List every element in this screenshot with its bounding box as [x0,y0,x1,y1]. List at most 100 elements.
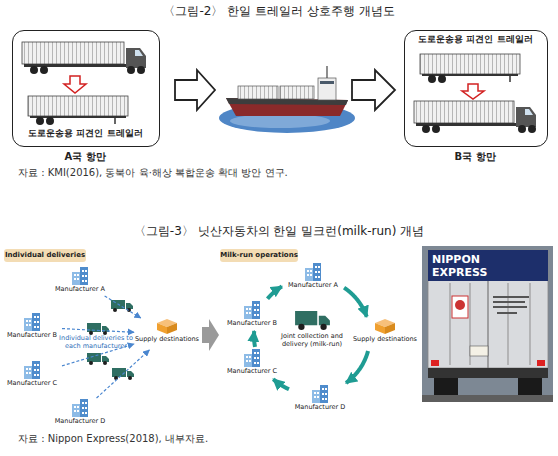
container [414,101,514,123]
door-bar [507,283,508,365]
wheel [36,117,44,125]
deck-trailer [280,86,314,99]
manufacturer-label: Manufacturer D [46,418,114,426]
delivery-arrow [105,296,141,318]
tractor-trailer [22,42,146,74]
manufacturer-label: Manufacturer C [218,368,286,376]
manufacturer: Manufacturer A [50,266,110,296]
bridge [318,78,336,100]
wheel [518,378,542,395]
supply-destination: Supply destinations [134,318,200,350]
container [420,54,520,74]
factory-icon [72,267,88,285]
factory-icon [244,301,260,319]
factory-icon [24,313,40,331]
flow-note: Joint collection and delivery (milk-run) [272,333,352,349]
truck-icon [87,353,109,365]
couple-arrow [462,84,484,99]
logo-mark [455,300,465,310]
manufacturer: Manufacturer C [2,360,62,390]
manufacturer-label: Manufacturer B [0,332,66,340]
milk-run-arrow [254,331,255,347]
detach-arrow [64,76,86,93]
destination-icon [157,319,177,334]
manufacturer-label: Manufacturer B [218,320,286,328]
door-notice [493,296,529,298]
sea-highlight [230,114,330,128]
manufacturer: Manufacturer B [222,300,282,330]
wheel [432,125,440,133]
panel-title: Milk-run operations [220,249,298,262]
wheel [528,125,536,133]
manufacturer: Manufacturer D [290,384,350,414]
trailer [28,96,128,125]
photo-background [422,246,553,402]
chassis [30,116,126,118]
tail-light [431,360,439,366]
flow-arrow [352,70,395,110]
hull [226,98,348,116]
truck-icon [295,311,330,330]
license-plate [470,346,488,356]
bumper [428,368,548,378]
port-box: 도로운송용 피견인 트레일러A국 항만 [12,30,160,147]
delivery-arrow [62,344,134,366]
manufacturer-label: Manufacturer A [46,286,114,294]
destination-label: Supply destinations [132,336,202,344]
destination-icon [375,319,395,334]
chassis [24,64,142,67]
manufacturer-label: Manufacturer C [0,380,66,388]
manufacturer: Manufacturer B [2,312,62,342]
factory-icon [24,361,40,379]
transition-arrow [202,319,219,351]
trailer-caption: 도로운송용 피견인 트레일러 [405,34,546,45]
source-note: 자료 : Nippon Express(2018), 내부자료. [18,433,538,445]
trailer [420,54,520,83]
photo-text: NIPPON EXPRESS [432,253,494,279]
wheel [30,66,38,74]
ro-ro-ship [219,66,355,133]
brand-band [428,250,548,281]
landing-leg [509,76,511,82]
wheel [434,378,458,395]
door-bar [529,283,530,365]
factory-icon [305,263,321,281]
wheel [137,66,145,74]
tractor-trailer [414,101,536,133]
logo-plate [452,296,468,318]
chassis [422,74,518,76]
wheel [46,117,54,125]
container [28,96,128,116]
destination-label: Supply destinations [350,336,420,344]
delivery-arrow [97,350,150,398]
manufacturer: Manufacturer C [222,348,282,378]
truck-icon [87,323,109,335]
door-bar [449,283,450,365]
port-box: 도로운송용 피견인 트레일러B국 항만 [404,30,548,147]
milk-run-arrow [344,288,367,317]
container [22,42,124,64]
cab-window [135,50,143,56]
port-name: A국 항만 [11,151,159,163]
door-notice [497,312,517,314]
ground [422,395,553,402]
factory-icon [312,385,328,403]
supply-destination: Supply destinations [352,318,418,350]
truck-icon [112,368,134,380]
factory-icon [72,399,88,417]
truck-icon [111,300,133,312]
delivery-arrow [62,329,134,333]
wheel [438,75,446,83]
trailer-rear [428,250,548,368]
panel-tag: Milk-run operations [220,249,298,262]
door-notice [493,306,527,308]
figure-title: 〈그림-2〉 한일 트레일러 상호주행 개념도 [0,4,558,18]
wheel [428,75,436,83]
bridge-window [320,81,334,84]
tractor-cab [516,107,536,127]
wheel [422,125,430,133]
wheel [518,125,526,133]
flow-note: Individual deliveries to each manufactur… [56,335,136,351]
manufacturer: Manufacturer A [283,262,343,292]
manufacturer-label: Manufacturer A [279,282,347,290]
